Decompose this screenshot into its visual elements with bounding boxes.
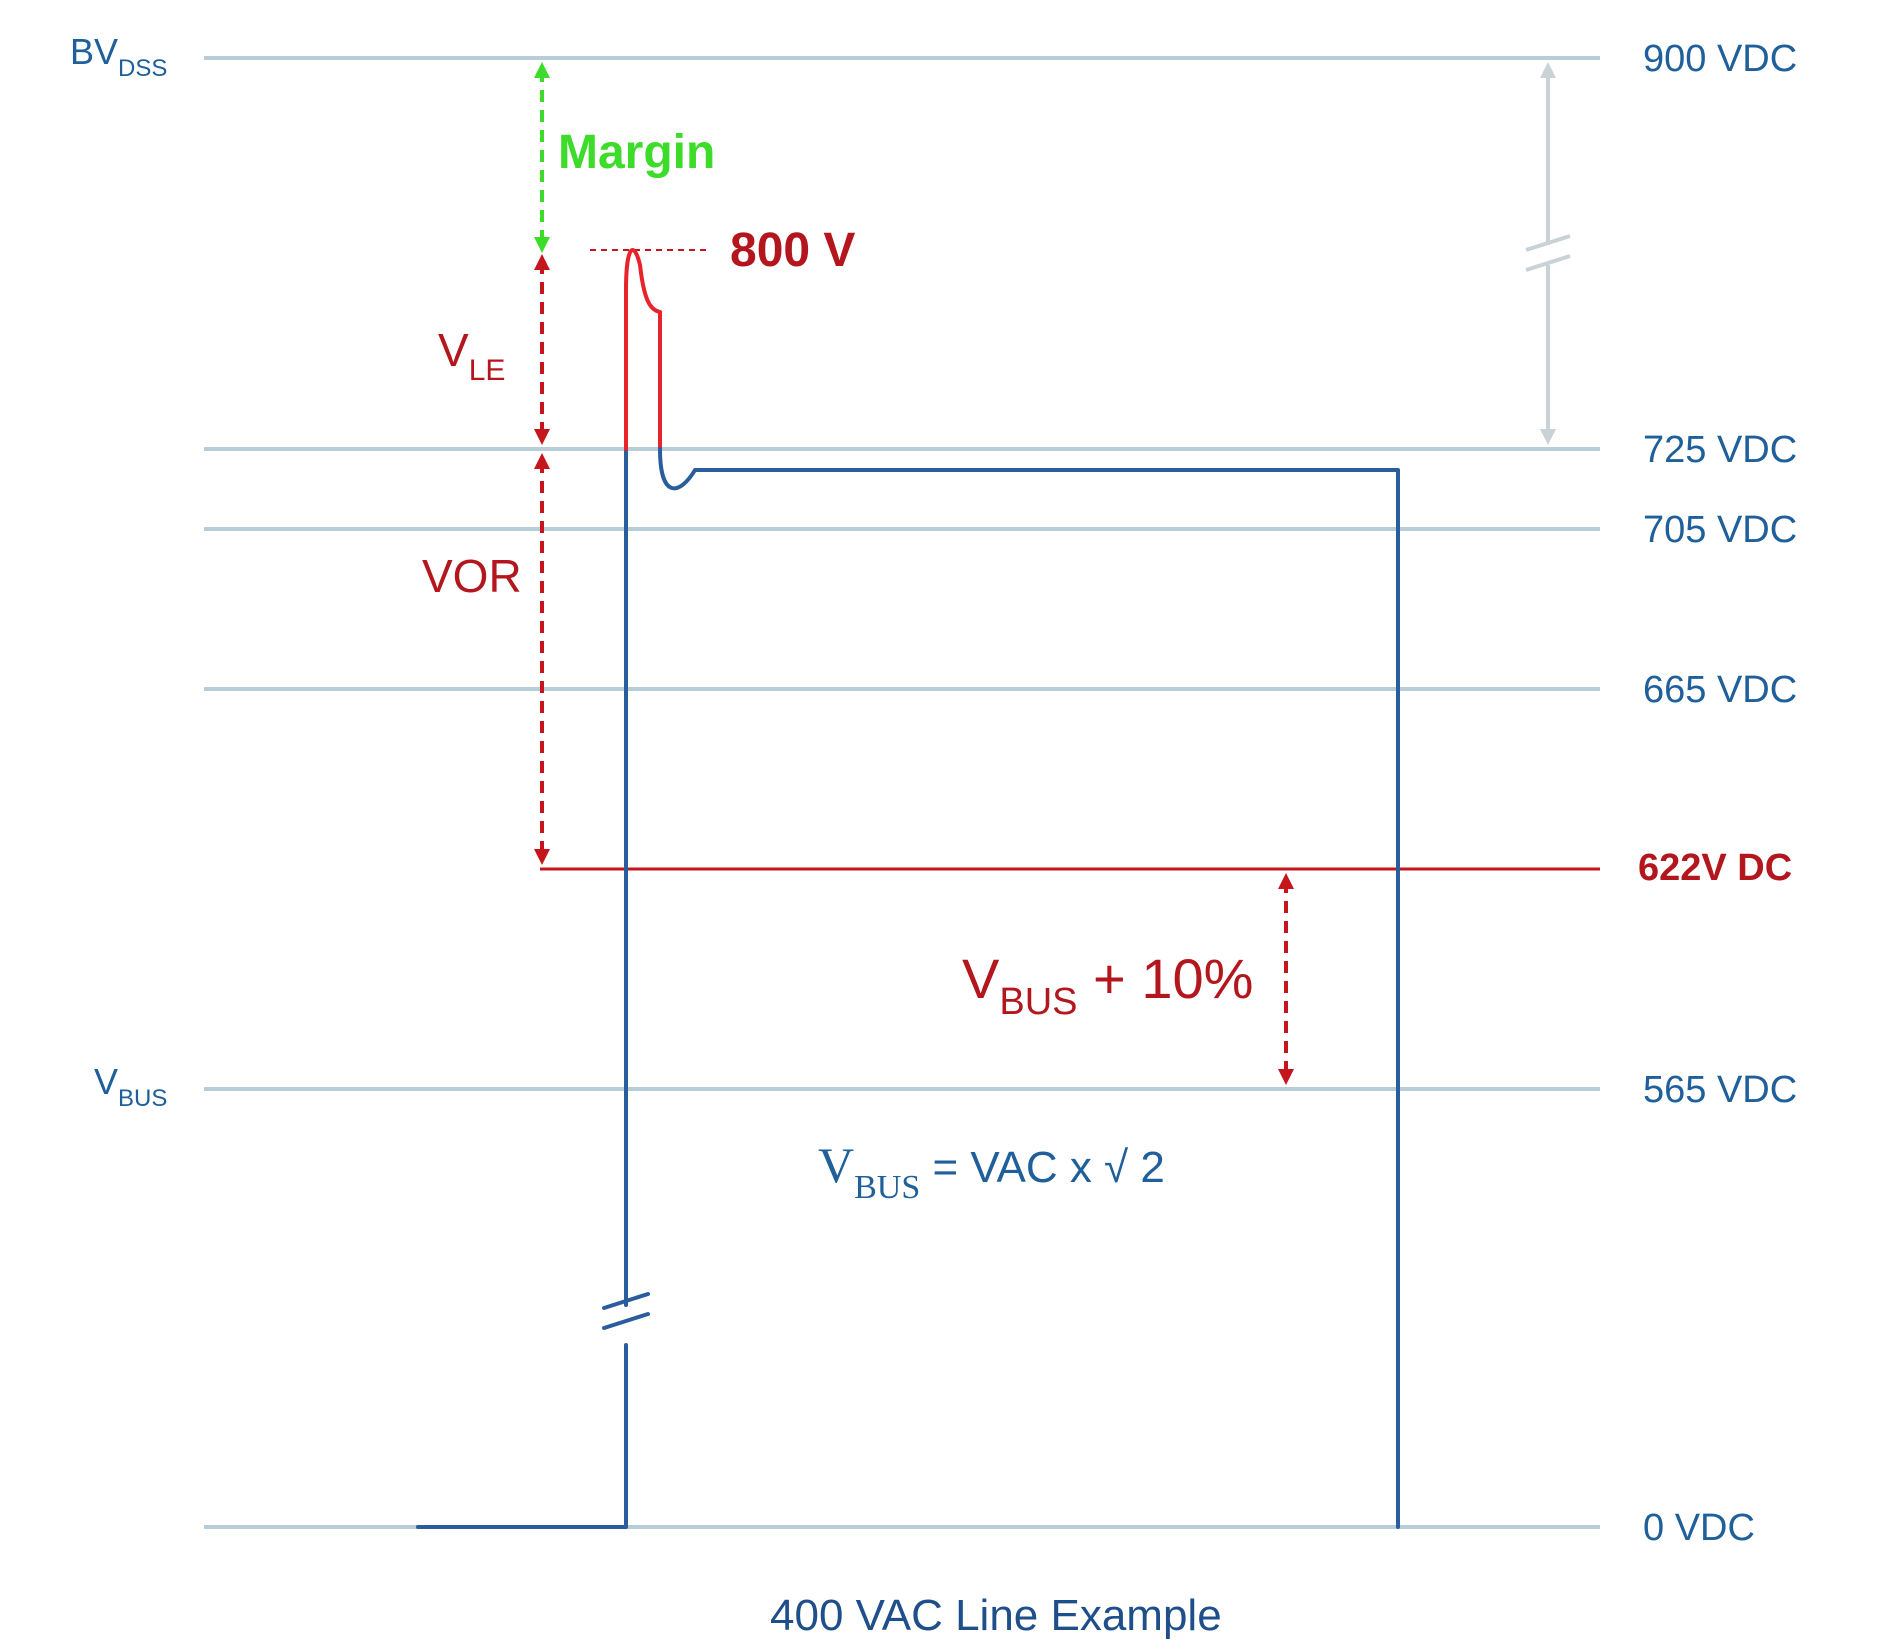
caption: 400 VAC Line Example [770,1591,1222,1640]
label-bvdss: BVDSS [70,31,167,82]
waveform-plateau [658,447,1400,1529]
label-665-vdc: 665 VDC [1643,669,1797,711]
label-0-vdc: 0 VDC [1643,1507,1755,1549]
vbus-formula: VBUS = VAC x √ 2 [818,1137,1165,1206]
label-vbus-left: VBUS [94,1061,167,1112]
label-705-vdc: 705 VDC [1643,509,1797,551]
vle-label: VLE [438,324,505,387]
label-565-vdc: 565 VDC [1643,1069,1797,1111]
gray-span-arrow [1525,62,1571,445]
vor-label: VOR [422,550,522,602]
leakage-spike [624,248,662,451]
level-lines [204,56,1600,1529]
vbus-plus-10-label: VBUS + 10% [962,947,1253,1023]
label-622-vdc: 622V DC [1638,847,1792,889]
waveform-break-lower [602,1312,650,1330]
margin-label: Margin [558,126,715,179]
waveform [416,248,1400,1529]
waveform-break-upper [602,1292,650,1310]
label-725-vdc: 725 VDC [1643,429,1797,471]
peak-label: 800 V [730,224,855,277]
waveform-base [416,1343,628,1529]
label-900-vdc: 900 VDC [1643,38,1797,80]
